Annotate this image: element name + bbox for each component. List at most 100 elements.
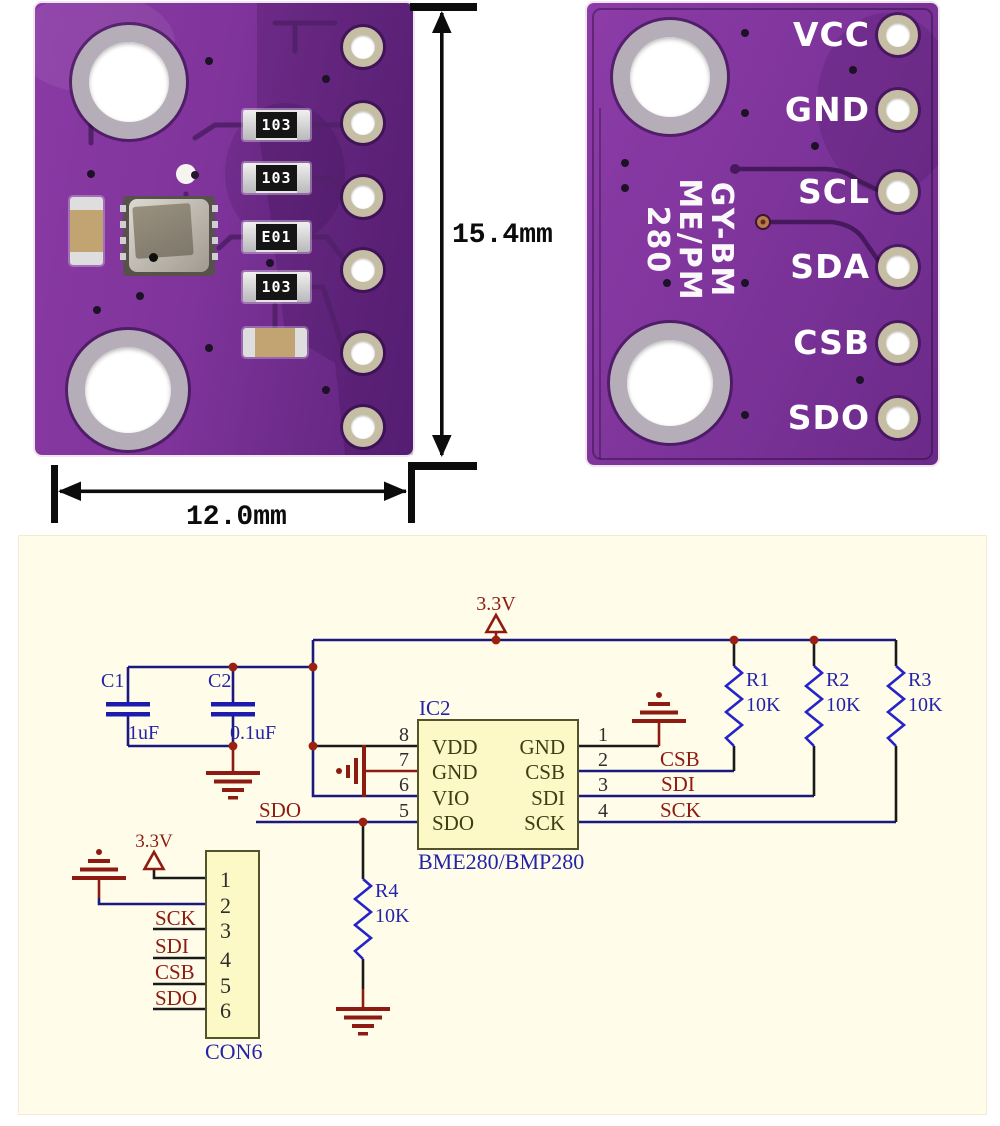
r1-value: 10K [746,694,781,716]
r3-ref: R3 [908,669,931,691]
ic-pin-num-7: 7 [399,749,409,771]
through-hole-4 [343,250,383,290]
dimension-width-label: 12.0mm [186,502,287,533]
via [136,292,144,300]
through-hole-6 [343,407,383,447]
r2-value: 10K [826,694,861,716]
resistor-symbols [352,665,907,960]
ground-symbols [72,692,686,1036]
silkscreen-dot [176,164,199,184]
resistor-symbol-r4 [352,878,374,960]
ic-pin-name-sdo: SDO [432,811,474,835]
resistor-end-cap [243,163,256,193]
sensor-vent-hole [149,253,158,262]
pcb-back-photo: VCC GND SCL SDA CSB SDO GY-BM ME/PM 280 [587,3,938,465]
pin-label-sda: SDA [790,247,870,286]
c1-ref: C1 [101,670,124,692]
con-pin-2: 2 [220,893,231,918]
power-arrow-3v3-con [142,849,166,871]
connector-body [205,850,260,1039]
junction-dots [228,635,819,827]
net-label-sdi: SDI [661,772,695,796]
schematic-panel: C1 1uF C2 0.1uF R1 10K R2 10K R3 10K R4 … [18,535,987,1115]
via [93,306,101,314]
r4-ref: R4 [375,880,398,902]
ic-pin-name-vdd: VDD [432,735,478,759]
c2-value: 0.1uF [230,722,276,744]
net-label-csb: CSB [660,747,700,771]
resistor-marking: 103 [261,278,292,296]
connector-ref: CON6 [205,1039,262,1064]
via [741,411,749,419]
ic-pin-numbers: 8 7 6 5 1 2 3 4 [399,724,608,822]
resistor-symbol-r1 [723,665,745,747]
via [266,259,274,267]
r3-value: 10K [908,694,943,716]
ic-pin-num-2: 2 [598,749,608,771]
resistor-marking: E01 [261,228,292,246]
ic-pin-name-csb: CSB [525,760,565,784]
capacitor-symbols [106,702,255,717]
via [621,184,629,192]
con-net-sdo: SDO [155,986,197,1010]
silkscreen-line-2: ME/PM [672,178,707,302]
net-label-sck: SCK [660,798,701,822]
resistor-end-cap [243,272,256,302]
r2-ref: R2 [826,669,849,691]
through-hole-sda [878,247,918,287]
con-pin-3: 3 [220,918,231,943]
con-pin-6: 6 [220,998,231,1023]
schematic-stubs [152,640,898,1011]
via [621,159,629,167]
via [849,66,857,74]
mounting-hole-bottom-left [68,330,188,450]
ic-pin-num-4: 4 [598,800,608,822]
pcb-front-photo: 103 103 E01 103 [35,3,413,455]
mounting-hole-top-left [613,20,727,134]
supply-label-con: 3.3V [135,831,173,852]
con-pin-5: 5 [220,973,231,998]
net-label-sdo-left: SDO [259,798,301,822]
ic-body [417,719,579,850]
via [205,57,213,65]
power-symbols [142,612,508,871]
c1-value: 1uF [128,722,159,744]
through-hole-gnd [878,90,918,130]
r1-ref: R1 [746,669,769,691]
resistor-end-cap [297,272,310,302]
ic-pin-num-5: 5 [399,800,409,822]
dimension-arrows [51,3,477,523]
con-pin-4: 4 [220,947,231,972]
silkscreen-line-3: 280 [640,205,675,275]
resistor-end-cap [243,222,256,252]
pcb-back-traces [592,8,938,460]
mounting-hole-bottom-left [610,323,730,443]
ic-pin-names: VDD GND VIO SDO GND CSB SDI SCK [432,735,565,835]
resistor-marking: 103 [261,116,292,134]
schematic-drawing: C1 1uF C2 0.1uF R1 10K R2 10K R3 10K R4 … [72,593,943,1064]
pin-label-scl: SCL [797,172,870,211]
ic-pin-name-sdi: SDI [531,786,565,810]
resistor-symbol-r2 [803,665,825,747]
via [741,279,749,287]
through-hole-3 [343,177,383,217]
via [741,29,749,37]
connector-pin-numbers: 1 2 3 4 5 6 [220,867,231,1023]
smd-resistor-3: E01 [243,222,310,252]
via [811,142,819,150]
through-hole-csb [878,323,918,363]
through-hole-1 [343,27,383,67]
ic-pin-name-sck: SCK [524,811,565,835]
resistor-symbol-r3 [885,665,907,747]
ic-part-number: BME280/BMP280 [418,849,584,874]
pin-label-sdo: SDO [787,398,870,437]
via [205,344,213,352]
resistor-end-cap [297,163,310,193]
via [856,376,864,384]
net-labels: 3.3V 3.3V SDO CSB SDI SCK SCK SDI CSB SD… [135,593,701,1010]
resistor-end-cap [243,110,256,140]
via [741,109,749,117]
smd-capacitor-bottom [243,328,307,357]
smd-resistor-1: 103 [243,110,310,140]
